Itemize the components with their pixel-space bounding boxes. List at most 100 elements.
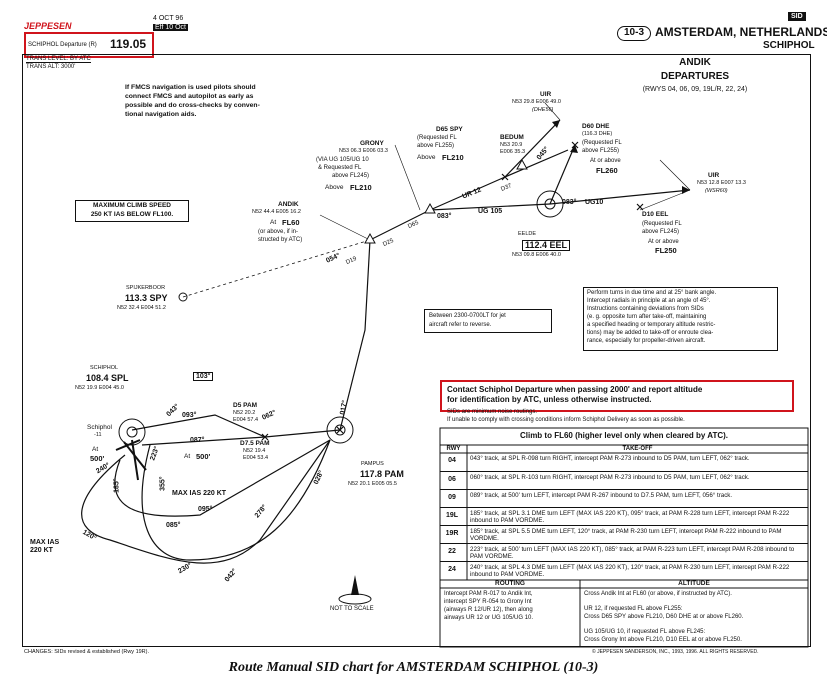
route-pam-andik (339, 239, 371, 431)
chart-date: 4 OCT 96 (153, 15, 184, 22)
table-row: 19R 185° track, at SPL 5.5 DME turn LEFT… (440, 525, 808, 544)
between-note: Between 2300-0700LT for jet aircraft ref… (424, 309, 552, 333)
procedure-name: ANDIK (679, 57, 711, 68)
eelde-freq: 112.4 EEL (522, 240, 571, 252)
at500-label: At (184, 453, 191, 460)
max-climb-note: MAXIMUM CLIMB SPEED 250 KT IAS BELOW FL1… (75, 200, 189, 222)
bedum-name: BEDUM (500, 134, 524, 141)
table-header-routing: ROUTING (495, 580, 525, 587)
altitude-line2b: Cross D65 SPY above FL210, D60 DHE at or… (584, 614, 744, 620)
schiphol-vor-name: SCHIPHOL (90, 365, 119, 371)
schiphol-vor-coord: N52 19.9 E004 45.0 (75, 385, 124, 391)
schiphol-airport-elev: -11 (94, 432, 102, 438)
chart-effective: Eff 10 Oct (153, 24, 188, 32)
trans-level: TRANS LEVEL: BY ATC (26, 56, 91, 64)
route-andik-grony (369, 209, 431, 241)
schiphol-airport-name: Schiphol (87, 424, 112, 431)
eelde-vor (536, 190, 564, 218)
route-rwy09 (141, 436, 266, 446)
max-ias-value-2: 220 KT (30, 547, 53, 554)
perform-note: Perform turns in due time and at 25° ban… (583, 287, 778, 351)
route-loop-19 (141, 439, 331, 561)
north-arrow (338, 575, 372, 605)
city-name: AMSTERDAM, NETHERLANDS (655, 25, 827, 39)
not-to-scale: NOT TO SCALE (330, 606, 374, 612)
d65spy-name: D65 SPY (436, 126, 463, 133)
table-row: 22 223° track, at 500' turn LEFT (MAX IA… (440, 543, 808, 562)
frequency-highlight (24, 32, 154, 58)
spijkerboor-freq: 113.3 SPY (125, 293, 168, 303)
table-header-takeoff: TAKE-OFF (622, 446, 653, 452)
schiphol-vor-freq: 108.4 SPL (86, 373, 129, 383)
table-header-rwy: RWY (446, 446, 461, 452)
copyright-note: © JEPPESEN SANDERSON, INC., 1993, 1996. … (592, 649, 759, 655)
sids-minimum-note: SIDs are minimum noise routings. (447, 409, 538, 415)
table-row: 24 240° track, at SPL 4.3 DME turn LEFT … (440, 561, 808, 581)
routing-line2: intercept SPY R-054 to Grony Int (444, 599, 532, 605)
uir-right-coord: N53 12.8 E007 13.3 (697, 180, 746, 186)
route-loop-22 (114, 439, 331, 517)
altitude-line1: Cross Andik Int at FL60 (or above, if in… (584, 591, 732, 597)
altitude-line2a: UR 12, if requested FL above FL255: (584, 606, 683, 612)
routing-line1: Intercept PAM R-017 to Andik Int, (444, 591, 533, 597)
max-ias-label-2: MAX IAS (30, 539, 60, 546)
trans-alt: TRANS ALT: 3000' (26, 64, 76, 70)
takeoff-table-body: 04 043° track, at SPL R-098 turn RIGHT, … (440, 453, 808, 580)
table-row: 06 060° track, at SPL R-103 turn RIGHT, … (440, 471, 808, 490)
procedure-runways: (RWYS 04, 06, 09, 19L/R, 22, 24) (642, 86, 748, 93)
bedum-fix-symbol (516, 158, 528, 170)
chart-caption: Route Manual SID chart for AMSTERDAM SCH… (228, 660, 599, 675)
altitude-line3a: UG 105/UG 10, if requested FL above FL24… (584, 629, 706, 635)
d75pam-name: D7.5 PAM (240, 440, 270, 447)
alt500-label: 500' (196, 452, 211, 461)
route-ug10 (549, 189, 691, 205)
table-row: 09 089° track, at 500' turn LEFT, interc… (440, 489, 808, 508)
airport-name: SCHIPHOL (763, 40, 815, 51)
uir-top-ref: (DHE56) (532, 107, 554, 113)
changes-note: CHANGES: SIDs revised & established (Rwy… (24, 649, 150, 655)
route-spy-radial (182, 239, 371, 298)
unable-comply-note: If unable to comply with crossing condit… (447, 417, 685, 423)
departure-frequency-label: SCHIPHOL Departure (R) (28, 42, 97, 48)
d5pam-name: D5 PAM (233, 402, 258, 409)
d60dhe-name: D60 DHE (582, 123, 610, 130)
contact-departure-line1: Contact Schiphol Departure when passing … (447, 385, 703, 394)
route-eelde-d60 (549, 144, 576, 205)
grony-fix-symbol (424, 202, 436, 214)
chart-frame (22, 54, 811, 647)
eelde-coord: N53 09.8 E006 40.0 (512, 252, 561, 258)
route-to-uir-top (504, 119, 561, 178)
route-rwy04 (131, 414, 266, 438)
sid-tag: SID (788, 12, 806, 22)
uir-right-ref: (WSR60) (705, 188, 728, 194)
eelde-name: EELDE (518, 231, 537, 237)
uir-top-name: UIR (540, 91, 552, 98)
contact-departure-line2: for identification by ATC, unless otherw… (447, 395, 652, 404)
d10eel-name: D10 EEL (642, 211, 669, 218)
schiphol-runways (115, 439, 147, 481)
table-row: 04 043° track, at SPL R-098 turn RIGHT, … (448, 455, 750, 464)
uir-right-name: UIR (708, 172, 720, 179)
spijkerboor-coord: N52 32.4 E004 51.2 (117, 305, 166, 311)
spijkerboor-name: SPIJKERBOOR (126, 285, 166, 291)
procedure-type: DEPARTURES (660, 71, 730, 82)
table-row: 19L 185° track, at SPL 3.1 DME turn LEFT… (440, 507, 808, 526)
spijkerboor-vor (178, 292, 188, 302)
pampus-vor (326, 416, 354, 444)
chart-number: 10-3 (617, 26, 651, 41)
altitude-line3b: Cross Grony Int above FL210, D10 EEL at … (584, 637, 742, 643)
route-ug105 (429, 203, 551, 211)
climb-instruction: Climb to FL60 (higher level only when cl… (519, 431, 729, 440)
max-ias-label: MAX IAS 220 KT (172, 490, 227, 497)
andik-fix-symbol (364, 232, 376, 244)
andik-name: ANDIK (278, 201, 299, 208)
routing-line3: (airways R 12/UR 12), then along (444, 607, 533, 613)
jeppesen-logo: JEPPESEN (24, 21, 72, 31)
route-loop-24 (81, 439, 331, 564)
departure-frequency: 119.05 (110, 37, 147, 51)
pampus-coord: N52 20.1 E005 05.5 (348, 481, 397, 487)
grony-name: GRONY (360, 140, 384, 147)
uir-top-coord: N53 29.8 E006 49.0 (512, 99, 561, 105)
contact-departure-highlight (440, 380, 794, 412)
